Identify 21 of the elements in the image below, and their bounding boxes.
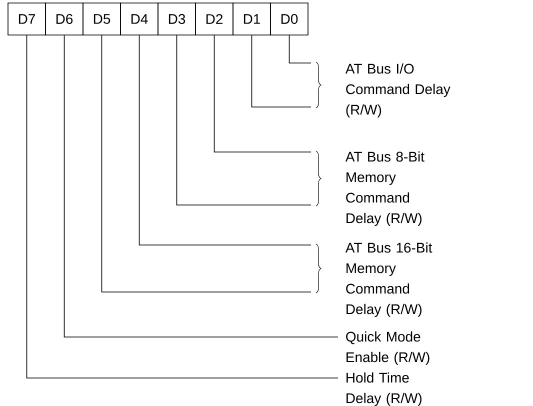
connector-line bbox=[64, 35, 338, 338]
connector-line bbox=[176, 35, 312, 206]
description-text: AT Bus I/O Command Delay (R/W) bbox=[345, 63, 450, 118]
connector-line bbox=[251, 35, 312, 108]
bit-box: D3 bbox=[158, 2, 196, 36]
connector-line bbox=[214, 35, 312, 152]
connector-line bbox=[101, 35, 312, 292]
description-text: AT Bus 8-Bit Memory Command Delay (R/W) bbox=[345, 151, 424, 226]
connector-line bbox=[138, 35, 312, 246]
description-text: Quick Mode Enable (R/W) bbox=[346, 331, 430, 365]
bit-box: D6 bbox=[45, 2, 84, 36]
bit-box: D5 bbox=[82, 2, 121, 36]
bit-box: D4 bbox=[120, 2, 158, 36]
bit-box: D7 bbox=[8, 2, 46, 36]
description-text: Hold Time Delay (R/W) bbox=[346, 372, 422, 406]
description-text: AT Bus 16-Bit Memory Command Delay (R/W) bbox=[345, 242, 432, 317]
connector-line bbox=[288, 35, 312, 64]
bit-box: D0 bbox=[270, 2, 308, 36]
bit-box: D2 bbox=[195, 2, 234, 36]
connector-line bbox=[26, 35, 338, 378]
bit-box: D1 bbox=[232, 2, 271, 36]
